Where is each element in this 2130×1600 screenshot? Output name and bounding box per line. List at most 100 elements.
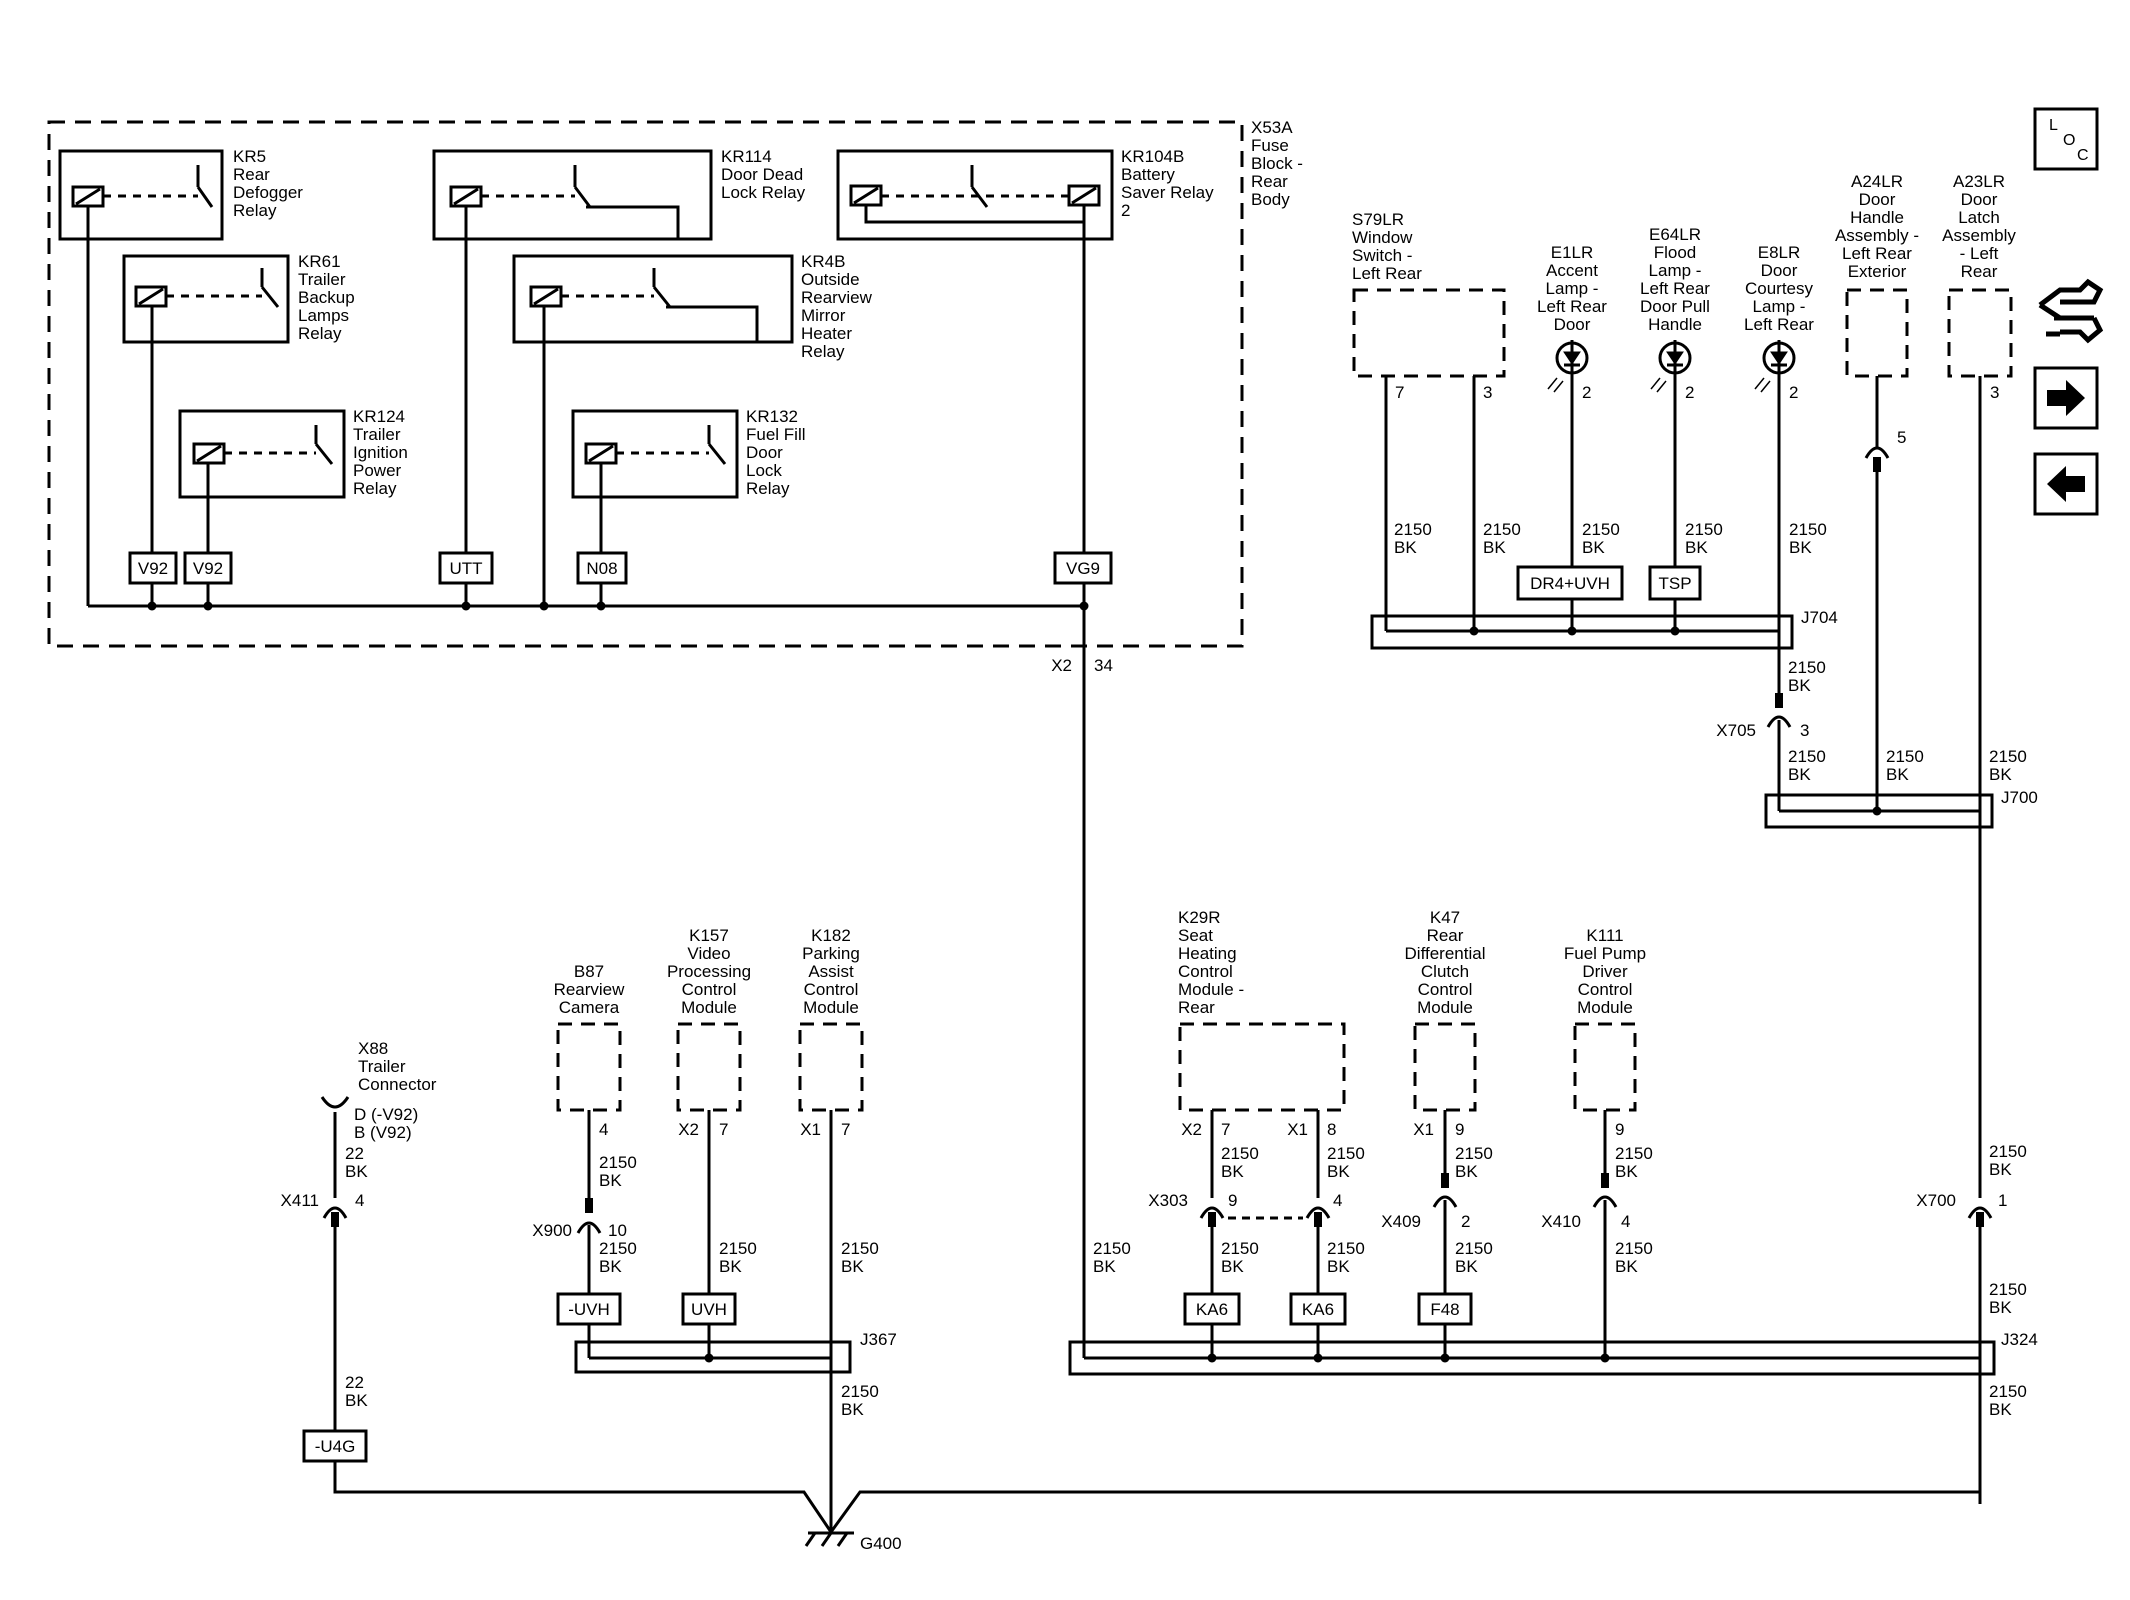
kr104b-label-3: Saver Relay bbox=[1121, 183, 1214, 202]
x303-label: X303 bbox=[1148, 1191, 1188, 1210]
k157-label-1: K157 bbox=[689, 926, 729, 945]
wire-x700-b-color: BK bbox=[1989, 1298, 2012, 1317]
harness-connector-icon bbox=[2038, 278, 2104, 344]
k47-conn-x1: X1 bbox=[1413, 1120, 1434, 1139]
s79lr-pin-3: 3 bbox=[1483, 383, 1492, 402]
kr4b-label-4: Mirror bbox=[801, 306, 846, 325]
x88-label-1: X88 bbox=[358, 1039, 388, 1058]
k29r-label-2: Seat bbox=[1178, 926, 1213, 945]
x303-pin-4: 4 bbox=[1333, 1191, 1342, 1210]
fuse-block-name-4: Rear bbox=[1251, 172, 1288, 191]
wire-k182-color: BK bbox=[841, 1257, 864, 1276]
wire-s79-3-size: 2150 bbox=[1483, 520, 1521, 539]
fuse-block-name-3: Block - bbox=[1251, 154, 1303, 173]
x900-label: X900 bbox=[532, 1221, 572, 1240]
kr124-label-2: Trailer bbox=[353, 425, 401, 444]
ground-g400-label: G400 bbox=[860, 1534, 902, 1553]
k157-conn-x2: X2 bbox=[678, 1120, 699, 1139]
kr4b-label-2: Outside bbox=[801, 270, 860, 289]
wire-x700-a-size: 2150 bbox=[1989, 1142, 2027, 1161]
wire-x700-a-color: BK bbox=[1989, 1160, 2012, 1179]
k47-label-2: Rear bbox=[1427, 926, 1464, 945]
a23lr-label-3: Latch bbox=[1958, 208, 2000, 227]
relay-kr4b bbox=[512, 254, 794, 606]
e8lr-label-4: Lamp - bbox=[1753, 297, 1806, 316]
x411-label: X411 bbox=[281, 1191, 319, 1210]
k182-pin-7: 7 bbox=[841, 1120, 850, 1139]
a23lr-label-5: - Left bbox=[1960, 244, 1999, 263]
k47-label-4: Clutch bbox=[1421, 962, 1469, 981]
relay-kr104b bbox=[836, 149, 1114, 566]
kr104b-label-2: Battery bbox=[1121, 165, 1175, 184]
connector-x705 bbox=[1766, 715, 1792, 728]
k157-label-5: Module bbox=[681, 998, 737, 1017]
kr114-label-2: Door Dead bbox=[721, 165, 803, 184]
option-tsp: TSP bbox=[1658, 574, 1691, 593]
wire-a23-size: 2150 bbox=[1989, 747, 2027, 766]
wire-x303-4-color: BK bbox=[1327, 1257, 1350, 1276]
wire-j704-color: BK bbox=[1788, 676, 1811, 695]
kr104b-label-4: 2 bbox=[1121, 201, 1130, 220]
wire-k29-7-color: BK bbox=[1221, 1162, 1244, 1181]
k47-label-5: Control bbox=[1418, 980, 1473, 999]
e1lr-label-3: Lamp - bbox=[1546, 279, 1599, 298]
option-vg9: VG9 bbox=[1066, 559, 1100, 578]
k29r-label-4: Control bbox=[1178, 962, 1233, 981]
fuse-block-x53a: X53A Fuse Block - Rear Body KR5 Rear Def… bbox=[47, 118, 1303, 675]
k47-differential-module bbox=[1413, 1022, 1477, 1294]
x700-label: X700 bbox=[1916, 1191, 1956, 1210]
k182-label-4: Control bbox=[804, 980, 859, 999]
wire-a23-color: BK bbox=[1989, 765, 2012, 784]
wire-k47-color: BK bbox=[1455, 1162, 1478, 1181]
k182-label-1: K182 bbox=[811, 926, 851, 945]
wire-x700-b-size: 2150 bbox=[1989, 1280, 2027, 1299]
b87-label-1: B87 bbox=[574, 962, 604, 981]
kr124-label-1: KR124 bbox=[353, 407, 405, 426]
s79lr-label-4: Left Rear bbox=[1352, 264, 1422, 283]
x88-trailer-connector bbox=[320, 1096, 350, 1446]
a23lr-label-6: Rear bbox=[1961, 262, 1998, 281]
previous-page-button[interactable] bbox=[2033, 452, 2099, 516]
e1lr-label-5: Door bbox=[1554, 315, 1591, 334]
next-page-button[interactable] bbox=[2033, 366, 2099, 430]
kr124-label-4: Power bbox=[353, 461, 402, 480]
s79lr-label-2: Window bbox=[1352, 228, 1413, 247]
wire-a24-size: 2150 bbox=[1886, 747, 1924, 766]
x705-label: X705 bbox=[1716, 721, 1756, 740]
e64lr-label-6: Handle bbox=[1648, 315, 1702, 334]
x88-label-2: Trailer bbox=[358, 1057, 406, 1076]
wire-x409-size: 2150 bbox=[1455, 1239, 1493, 1258]
option-v92-a: V92 bbox=[138, 559, 168, 578]
kr132-label-5: Relay bbox=[746, 479, 790, 498]
kr61-label-1: KR61 bbox=[298, 252, 341, 271]
relay-kr124 bbox=[178, 409, 346, 553]
wire-x900-size: 2150 bbox=[599, 1239, 637, 1258]
a24lr-label-4: Assembly - bbox=[1835, 226, 1919, 245]
a24lr-pin-5: 5 bbox=[1897, 428, 1906, 447]
wire-k182-size: 2150 bbox=[841, 1239, 879, 1258]
a24lr-label-6: Exterior bbox=[1848, 262, 1907, 281]
wire-k29-7-size: 2150 bbox=[1221, 1144, 1259, 1163]
harness-routing-button[interactable] bbox=[2038, 278, 2104, 344]
e64lr-label-4: Left Rear bbox=[1640, 279, 1710, 298]
e64lr-label-5: Door Pull bbox=[1640, 297, 1710, 316]
x411-pin: 4 bbox=[355, 1191, 364, 1210]
wire-k111-color: BK bbox=[1615, 1162, 1638, 1181]
e64lr-label-1: E64LR bbox=[1649, 225, 1701, 244]
k182-conn-x1: X1 bbox=[800, 1120, 821, 1139]
a24lr-label-1: A24LR bbox=[1851, 172, 1903, 191]
e8lr-label-3: Courtesy bbox=[1745, 279, 1814, 298]
wire-s79-7-color: BK bbox=[1394, 538, 1417, 557]
k29r-conn-x1: X1 bbox=[1287, 1120, 1308, 1139]
wire-x900-color: BK bbox=[599, 1257, 622, 1276]
location-button[interactable]: L O C bbox=[2033, 107, 2099, 171]
splice-j324 bbox=[1068, 1340, 1996, 1376]
kr5-label-4: Relay bbox=[233, 201, 277, 220]
e1lr-pin-2: 2 bbox=[1582, 383, 1591, 402]
loc-letter-o: O bbox=[2063, 132, 2075, 149]
relay-kr114 bbox=[432, 149, 713, 566]
k111-fuel-pump-module bbox=[1573, 1022, 1637, 1358]
wire-x88-color: BK bbox=[345, 1162, 368, 1181]
x409-pin: 2 bbox=[1461, 1212, 1470, 1231]
e64lr-pin-2: 2 bbox=[1685, 383, 1694, 402]
